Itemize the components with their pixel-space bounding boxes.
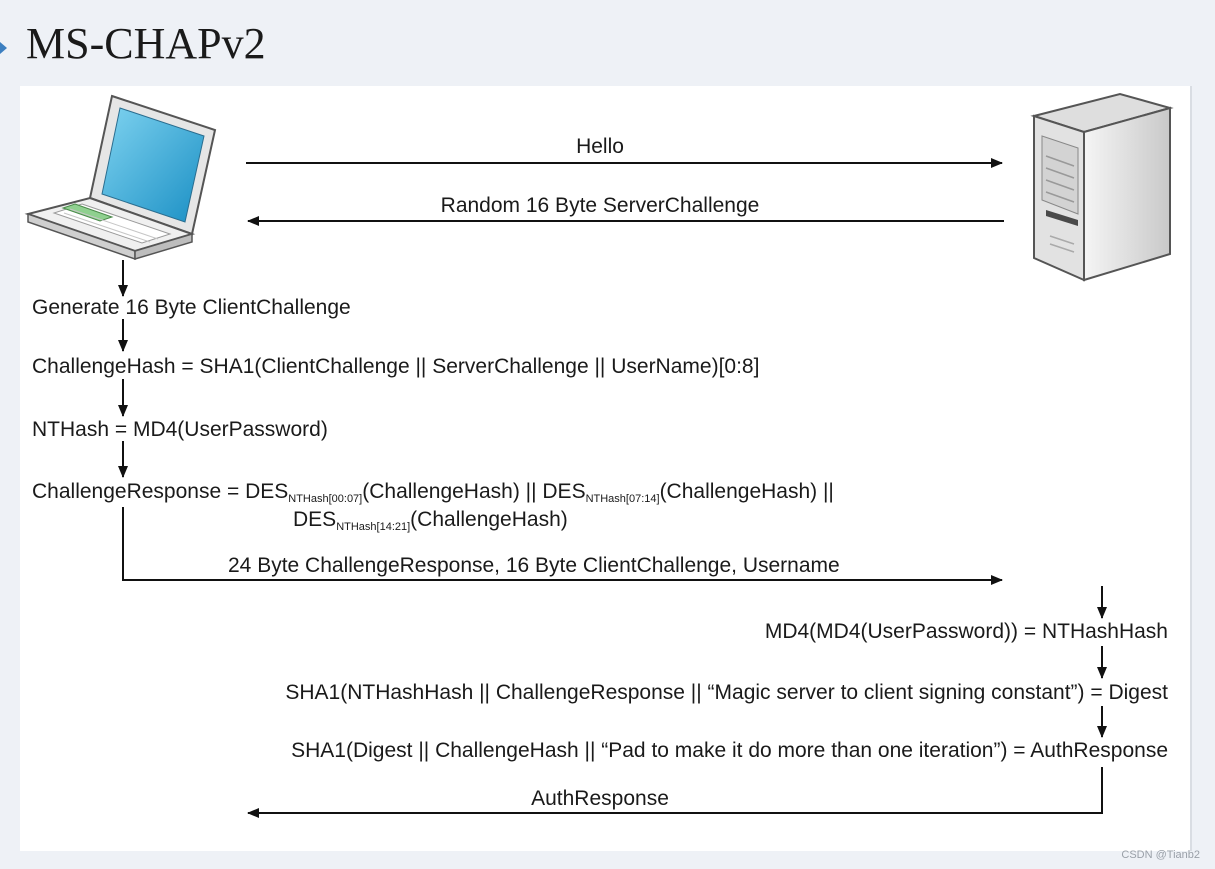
- client-challenge-step: Generate 16 Byte ClientChallenge: [32, 296, 351, 319]
- server-icon: [1030, 92, 1174, 282]
- laptop-icon: [24, 94, 217, 261]
- diagram-panel: Hello Random 16 Byte ServerChallenge Gen…: [20, 86, 1192, 851]
- auth-response-calc-step: SHA1(Digest || ChallengeHash || “Pad to …: [291, 739, 1168, 762]
- client-message-label: 24 Byte ChallengeResponse, 16 Byte Clien…: [228, 554, 840, 577]
- client-message-arrow: [122, 507, 1003, 585]
- digest-step: SHA1(NTHashHash || ChallengeResponse || …: [285, 681, 1168, 704]
- auth-response-label: AuthResponse: [531, 787, 669, 810]
- slide-title: MS-CHAPv2: [26, 19, 266, 68]
- nt-hash-hash-step: MD4(MD4(UserPassword)) = NTHashHash: [765, 620, 1168, 643]
- hello-label: Hello: [576, 135, 624, 158]
- protocol-diagram: Hello Random 16 Byte ServerChallenge Gen…: [24, 92, 1174, 818]
- auth-response-arrow: [247, 767, 1103, 818]
- challenge-response-step-line2: DESNTHash[14:21](ChallengeHash): [293, 508, 568, 533]
- bullet-marker: [0, 42, 7, 54]
- watermark: CSDN @Tianb2: [1121, 849, 1200, 861]
- challenge-hash-step: ChallengeHash = SHA1(ClientChallenge || …: [32, 355, 759, 378]
- challenge-response-step: ChallengeResponse = DESNTHash[00:07](Cha…: [32, 480, 834, 505]
- nt-hash-step: NTHash = MD4(UserPassword): [32, 418, 328, 441]
- server-challenge-label: Random 16 Byte ServerChallenge: [441, 194, 760, 217]
